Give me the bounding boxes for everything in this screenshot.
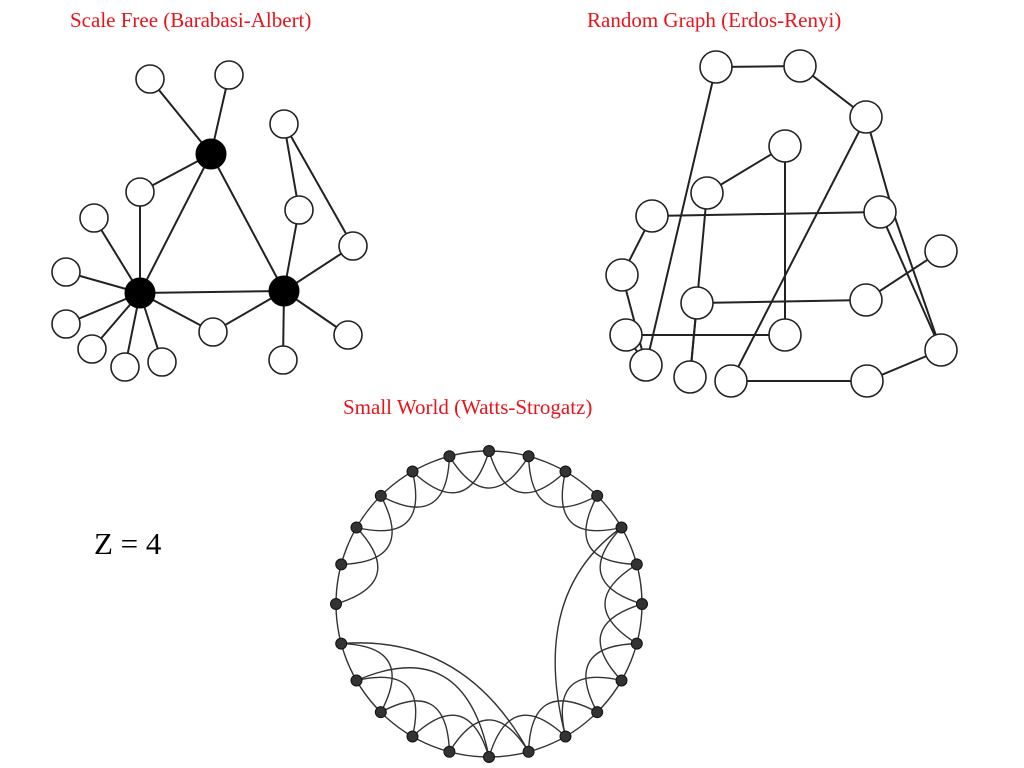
ring-node xyxy=(483,445,495,457)
random-graph-title: Random Graph (Erdos-Renyi) xyxy=(587,8,842,32)
ring-second-neighbor-links xyxy=(335,450,643,758)
ring-node xyxy=(350,521,363,534)
ring-node xyxy=(559,730,572,743)
hub-node xyxy=(124,277,156,309)
small-world-title: Small World (Watts-Strogatz) xyxy=(343,395,593,419)
ring-node xyxy=(636,598,648,610)
random-graph xyxy=(605,49,958,398)
ring-node xyxy=(591,489,604,502)
ring-node xyxy=(443,745,456,758)
random-graph-nodes xyxy=(605,49,958,398)
ring-node xyxy=(374,489,387,502)
ring-node xyxy=(630,558,643,571)
scale-free-title: Scale Free (Barabasi-Albert) xyxy=(70,8,312,32)
ring-node xyxy=(483,751,495,763)
hub-node xyxy=(268,275,300,307)
ring-node xyxy=(374,706,387,719)
ring-node xyxy=(443,450,456,463)
ring-node xyxy=(406,730,419,743)
ring-node xyxy=(406,465,419,478)
ring-node xyxy=(335,558,348,571)
ring-node xyxy=(330,598,342,610)
ring-node xyxy=(630,637,643,650)
ring-node xyxy=(350,674,363,687)
hub-node xyxy=(195,138,227,170)
ring-node xyxy=(522,745,535,758)
ring-node xyxy=(615,521,628,534)
z-label: Z = 4 xyxy=(94,526,162,561)
ring-node xyxy=(335,637,348,650)
ring-node xyxy=(591,706,604,719)
scale-free-nodes xyxy=(51,60,368,382)
ring-nodes xyxy=(330,445,648,763)
ring-node xyxy=(559,465,572,478)
scale-free-graph xyxy=(51,60,368,382)
small-world-graph xyxy=(330,445,648,763)
ring-node xyxy=(522,450,535,463)
ring-node xyxy=(615,674,628,687)
